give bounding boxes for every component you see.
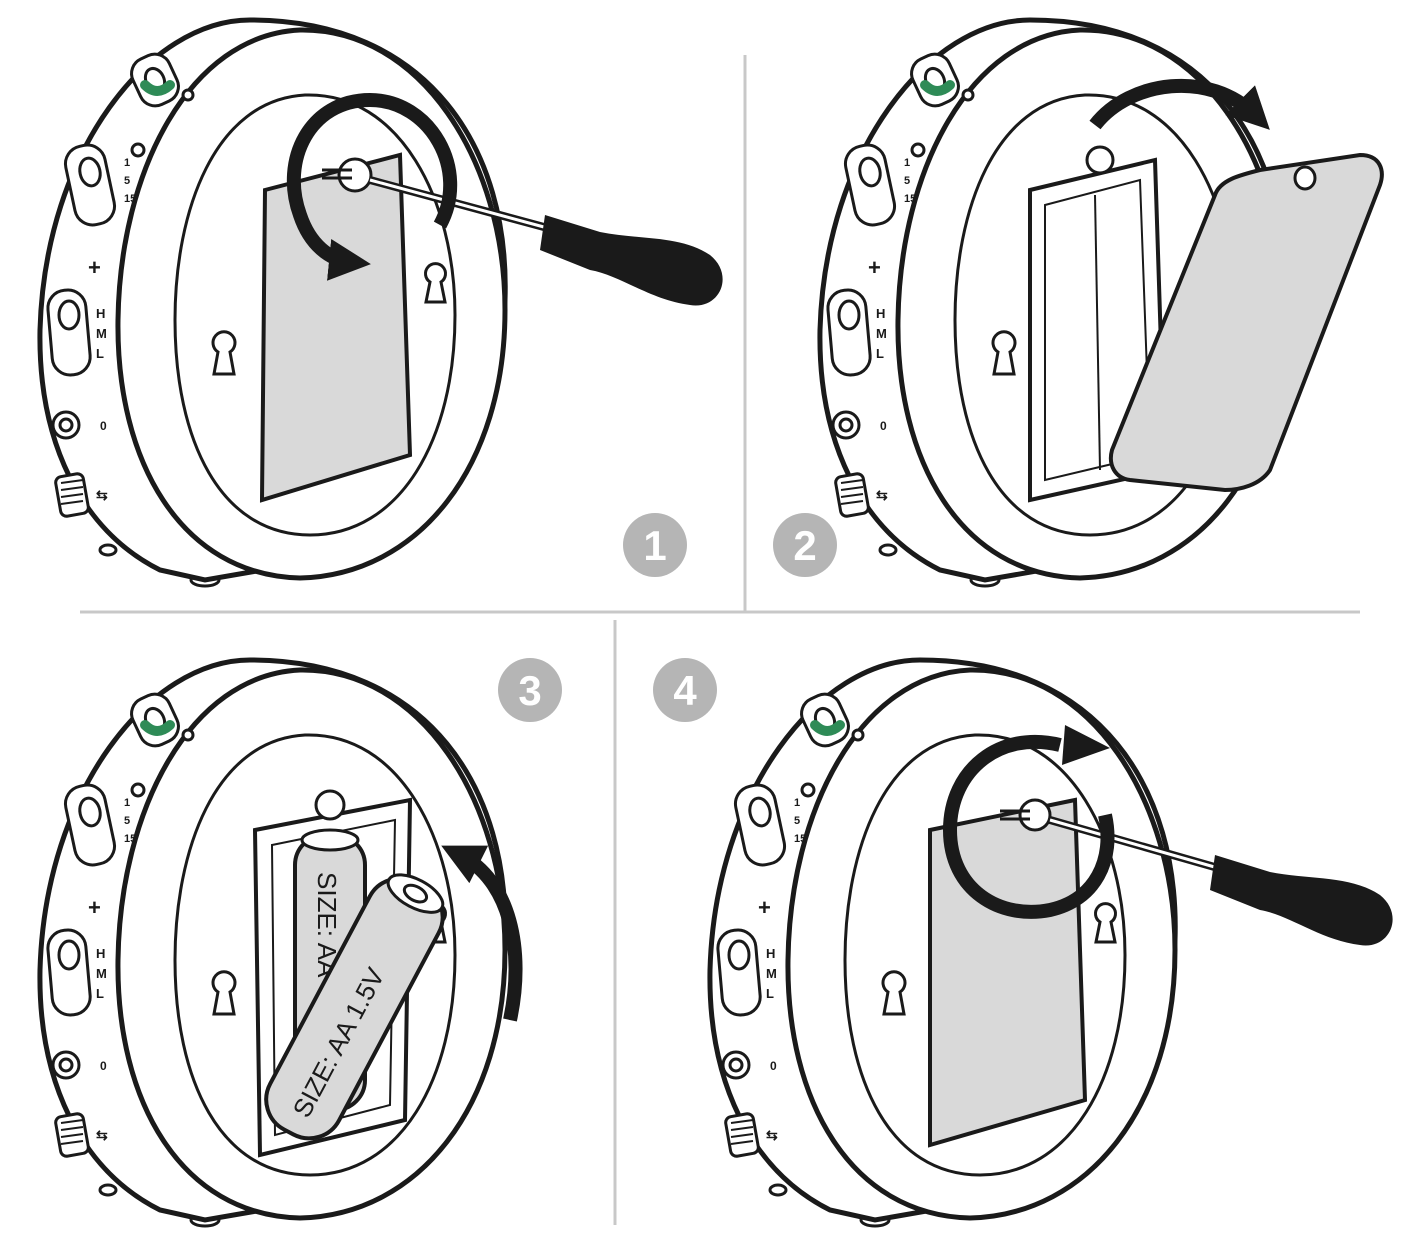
step-4-switch-a-label-15: 15 <box>794 833 806 845</box>
step-2-switch-a-label-1: 1 <box>904 157 910 169</box>
step-2-switch-a-labels: 1 5 15 <box>904 157 916 205</box>
step-3-switch-b-label-h: H <box>96 946 105 961</box>
step-2-badge <box>773 513 837 577</box>
step-4-switch-b-label-m: M <box>766 966 777 981</box>
step-4-switch-b-label-h: H <box>766 946 775 961</box>
switch-b-label-m: M <box>96 326 107 341</box>
step-3-badge <box>498 658 562 722</box>
step-2-panel: 1 5 15 H M L 2 <box>773 20 1384 586</box>
removed-battery-cover <box>1109 152 1384 493</box>
step-2-switch-b-label-m: M <box>876 326 887 341</box>
step-4-switch-a-label-1: 1 <box>794 797 800 809</box>
battery-cover <box>259 152 413 503</box>
remove-cover-arrow-icon <box>1089 78 1270 130</box>
tighten-screw-arrow-icon <box>942 734 1115 919</box>
step-2-switch-a-label-5: 5 <box>904 175 910 187</box>
switch-a-label-15: 15 <box>124 193 136 205</box>
insert-battery-arrow-icon <box>441 845 523 1022</box>
step-3-switch-b-label-m: M <box>96 966 107 981</box>
step-3-panel: 1 5 15 H M L SIZE: AA SIZE: AA 1.5V 3 <box>40 658 562 1226</box>
step-3-switch-a-label-15: 15 <box>124 833 136 845</box>
step-3-switch-a-labels: 1 5 15 <box>124 797 136 845</box>
step-4-switch-b-labels: H M L <box>766 946 777 1001</box>
step-2-number: 2 <box>793 522 816 569</box>
step-3-switch-a-label-1: 1 <box>124 797 130 809</box>
step-3-switch-a-label-5: 5 <box>124 815 130 827</box>
step-4-badge <box>653 658 717 722</box>
screwdriver <box>368 176 723 306</box>
switch-b-labels: H M L <box>96 306 107 361</box>
step-1-number: 1 <box>643 522 666 569</box>
step-4-panel: 1 5 15 H M L 4 <box>653 658 1393 1226</box>
step-3-switch-b-labels: H M L <box>96 946 107 1001</box>
step-2-switch-b-labels: H M L <box>876 306 887 361</box>
step-1-badge <box>623 513 687 577</box>
step-3-number: 3 <box>518 667 541 714</box>
step-2-switch-b-label-h: H <box>876 306 885 321</box>
step-4-switch-a-label-5: 5 <box>794 815 800 827</box>
switch-a-label-5: 5 <box>124 175 130 187</box>
step-4-switch-b-label-l: L <box>766 986 774 1001</box>
cover-screw <box>337 157 373 193</box>
unscrew-arrow-icon <box>286 92 458 281</box>
step-4-number: 4 <box>673 667 697 714</box>
step-4-switch-a-labels: 1 5 15 <box>794 797 806 845</box>
step-4-screwdriver <box>1048 816 1393 946</box>
switch-a-label-1: 1 <box>124 157 130 169</box>
step-2-switch-a-label-15: 15 <box>904 193 916 205</box>
switch-b-label-l: L <box>96 346 104 361</box>
step-2-switch-b-label-l: L <box>876 346 884 361</box>
switch-b-label-h: H <box>96 306 105 321</box>
switch-a-labels: 1 5 15 <box>124 157 136 205</box>
step-3-switch-b-label-l: L <box>96 986 104 1001</box>
step-1-panel: 1 5 15 H M L 1 <box>40 20 723 586</box>
